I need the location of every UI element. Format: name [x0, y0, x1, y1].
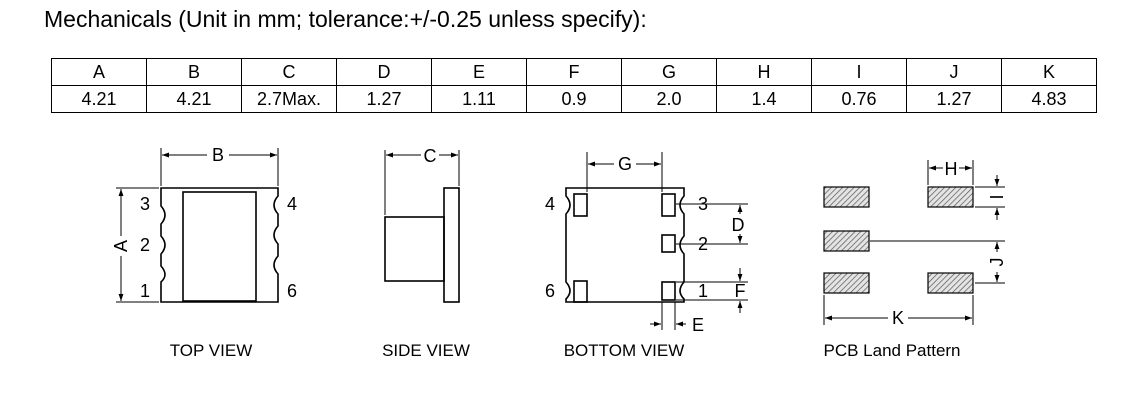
- table-value-cell: 1.4: [716, 85, 812, 113]
- page-title: Mechanicals (Unit in mm; tolerance:+/-0.…: [44, 6, 647, 32]
- bottom-view-dim-f-label: F: [735, 281, 746, 301]
- top-view-die: [182, 191, 257, 302]
- top-view-pin-6: 6: [287, 281, 297, 301]
- pcb-pad: [823, 272, 870, 294]
- pcb-pad: [823, 230, 870, 252]
- bottom-view-pin-6: 6: [545, 281, 555, 301]
- bottom-view-caption: BOTTOM VIEW: [564, 341, 685, 360]
- bottom-view-pad-4: [573, 193, 588, 217]
- table-header-cell: C: [241, 58, 337, 86]
- side-view-base: [443, 187, 460, 303]
- bottom-view-dim-d-label: D: [732, 215, 745, 235]
- side-view: [384, 150, 460, 303]
- bottom-view-pin-4: 4: [545, 194, 555, 214]
- table-header-cell: B: [146, 58, 242, 86]
- table-header-cell: J: [906, 58, 1002, 86]
- table-header-cell: A: [51, 58, 147, 86]
- table-header-cell: G: [621, 58, 717, 86]
- top-view-dim-a-label: A: [111, 240, 131, 252]
- table-header-cell: E: [431, 58, 527, 86]
- bottom-view-pad-1: [661, 281, 676, 301]
- top-view-dim-b-label: B: [212, 145, 224, 165]
- bottom-view-pad-2: [661, 234, 676, 253]
- top-view: [116, 148, 279, 303]
- bottom-view-dim-e-label: E: [692, 315, 704, 335]
- table-value-cell: 0.9: [526, 85, 622, 113]
- top-view-body-outline: [160, 187, 279, 303]
- table-value-cell: 2.7Max.: [241, 85, 337, 113]
- table-header-cell: F: [526, 58, 622, 86]
- table-header-cell: H: [716, 58, 812, 86]
- table-header-row: A B C D E F G H I J K: [51, 58, 1097, 86]
- top-view-pin-2: 2: [140, 235, 150, 255]
- side-view-cap: [384, 216, 445, 282]
- pcb-dim-k-label: K: [892, 308, 904, 328]
- table-value-cell: 4.21: [51, 85, 147, 113]
- bottom-view: [565, 152, 748, 330]
- side-view-caption: SIDE VIEW: [382, 341, 470, 360]
- pcb-caption: PCB Land Pattern: [823, 341, 960, 360]
- top-view-caption: TOP VIEW: [170, 341, 253, 360]
- pcb-land-pattern: [823, 186, 974, 294]
- bottom-view-pad-6: [573, 280, 588, 303]
- bottom-view-dim-g-label: G: [618, 154, 632, 174]
- table-value-cell: 2.0: [621, 85, 717, 113]
- mechanicals-table: A B C D E F G H I J K 4.21 4.21 2.7Max. …: [51, 58, 1097, 113]
- bottom-view-pin-3: 3: [698, 194, 708, 214]
- pcb-dim-i-label: I: [987, 194, 1007, 199]
- table-value-row: 4.21 4.21 2.7Max. 1.27 1.11 0.9 2.0 1.4 …: [51, 85, 1097, 113]
- top-view-pin-3: 3: [140, 194, 150, 214]
- pcb-pad: [927, 272, 974, 294]
- pcb-pad: [823, 186, 870, 208]
- bottom-view-pin-1: 1: [698, 281, 708, 301]
- bottom-view-pin-2: 2: [698, 234, 708, 254]
- bottom-view-pad-3: [661, 193, 676, 217]
- side-view-dim-c-label: C: [424, 146, 437, 166]
- top-view-pin-4: 4: [287, 194, 297, 214]
- pcb-dim-j-label: J: [987, 258, 1007, 267]
- table-value-cell: 0.76: [811, 85, 907, 113]
- table-value-cell: 4.21: [146, 85, 242, 113]
- pcb-pad: [927, 186, 974, 208]
- top-view-pin-1: 1: [140, 281, 150, 301]
- bottom-view-body-outline: [565, 187, 685, 303]
- table-value-cell: 4.83: [1001, 85, 1097, 113]
- pcb-dim-h-label: H: [945, 159, 958, 179]
- table-value-cell: 1.11: [431, 85, 527, 113]
